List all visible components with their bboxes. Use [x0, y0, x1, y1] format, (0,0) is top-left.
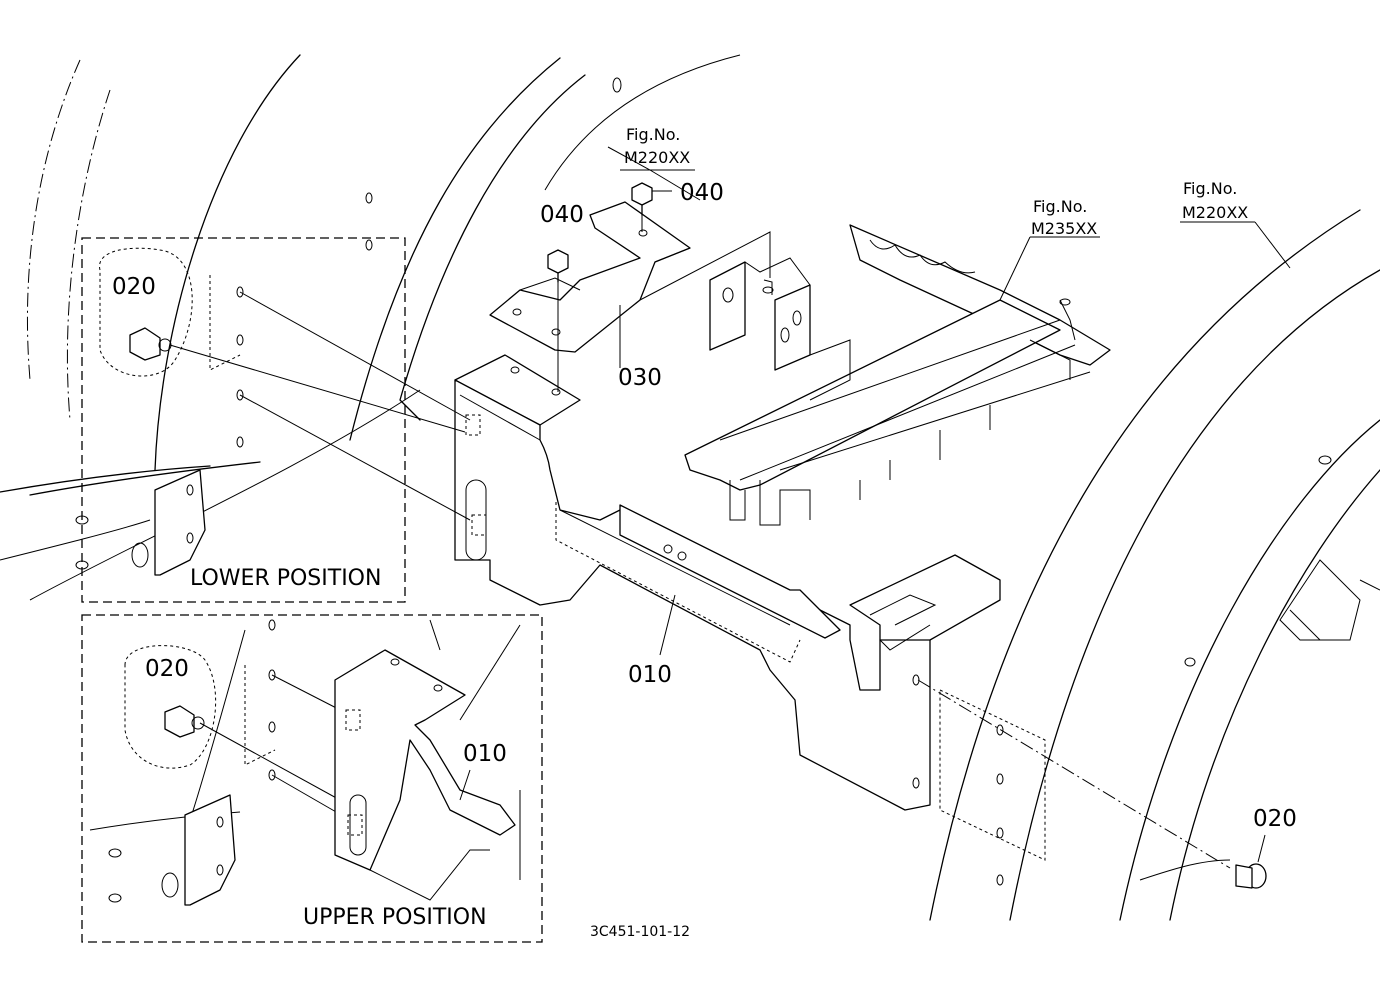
plate-030 — [489, 201, 691, 353]
frame-assembly — [639, 224, 1111, 526]
fig-ref-3-number: M220XX — [1182, 203, 1248, 222]
right-fender-outline — [929, 209, 1380, 921]
upper-position-title: UPPER POSITION — [303, 905, 487, 930]
fender-holes — [365, 77, 1332, 886]
fig-ref-2-number: M235XX — [1031, 219, 1097, 238]
leader-lines — [459, 146, 1291, 863]
callout-010-inset: 010 — [463, 741, 507, 767]
fig-ref-3-label: Fig.No. — [1183, 179, 1237, 198]
drawing-code: 3C451-101-12 — [590, 924, 690, 940]
fig-ref-1-label: Fig.No. — [626, 125, 680, 144]
bracket-010 — [454, 354, 1001, 811]
callout-030: 030 — [618, 365, 662, 391]
callout-020-right: 020 — [1253, 806, 1297, 832]
callout-040-left: 040 — [540, 202, 584, 228]
left-fender-outline — [0, 54, 741, 601]
fig-ref-2-label: Fig.No. — [1033, 197, 1087, 216]
callout-020-upper: 020 — [145, 656, 189, 682]
bolt-020-right — [917, 679, 1267, 889]
callout-010-main: 010 — [628, 662, 672, 688]
lower-position-title: LOWER POSITION — [190, 566, 381, 591]
bolt-040-right — [631, 182, 653, 232]
callout-020-lower: 020 — [112, 274, 156, 300]
bolt-040-left — [547, 249, 569, 392]
inset-upper-position — [81, 614, 543, 943]
fig-ref-1-number: M220XX — [624, 148, 690, 167]
inset-lower-position — [75, 237, 487, 603]
callout-040-right: 040 — [680, 180, 724, 206]
